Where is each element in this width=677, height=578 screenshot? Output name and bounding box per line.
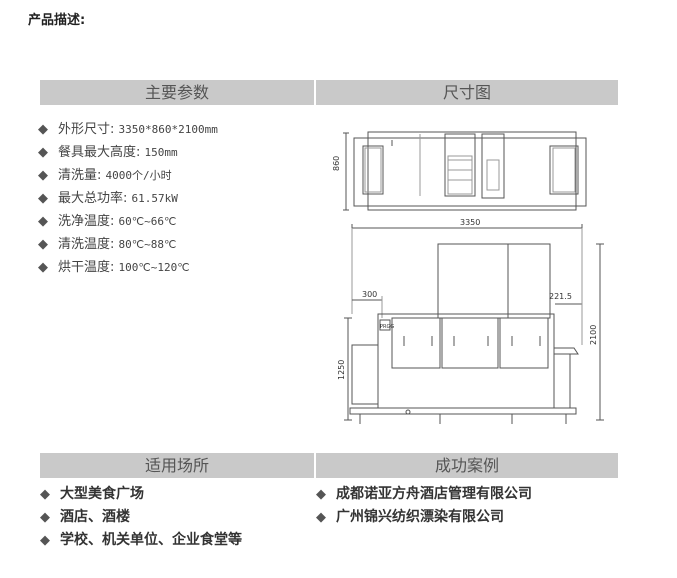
diamond-bullet-icon: ◆ (38, 122, 48, 137)
front-view (344, 224, 604, 424)
drawing-header: 尺寸图 (316, 80, 618, 105)
list-item: ◆ 广州锦兴纺织漂染有限公司 (316, 508, 532, 531)
spec-item: ◆ 外形尺寸: 3350*860*2100mm (38, 121, 218, 144)
spec-label: 烘干温度: (58, 260, 115, 275)
diamond-bullet-icon: ◆ (38, 214, 48, 229)
list-item: ◆ 成都诺亚方舟酒店管理有限公司 (316, 485, 532, 508)
venues-list: ◆ 大型美食广场 ◆ 酒店、酒楼 ◆ 学校、机关单位、企业食堂等 (40, 485, 242, 554)
spec-label: 清洗量: (58, 168, 102, 183)
spec-value: 80℃~88℃ (118, 238, 177, 251)
specs-list: ◆ 外形尺寸: 3350*860*2100mm ◆ 餐具最大高度: 150mm ◆ 清… (38, 121, 218, 282)
case-text: 广州锦兴纺织漂染有限公司 (336, 509, 504, 525)
spec-value: 150mm (144, 146, 178, 159)
spec-item: ◆ 最大总功率: 61.57kW (38, 190, 218, 213)
spec-label: 洗净温度: (58, 214, 115, 229)
spec-value: 100℃~120℃ (118, 261, 190, 274)
venues-header: 适用场所 (40, 453, 314, 478)
cases-list: ◆ 成都诺亚方舟酒店管理有限公司 ◆ 广州锦兴纺织漂染有限公司 (316, 485, 532, 531)
case-text: 成都诺亚方舟酒店管理有限公司 (336, 486, 532, 502)
diamond-bullet-icon: ◆ (38, 191, 48, 206)
height-total-label: 2100 (589, 325, 598, 345)
diamond-bullet-icon: ◆ (316, 510, 326, 525)
height-table-label: 1250 (337, 360, 346, 380)
diamond-bullet-icon: ◆ (40, 533, 50, 548)
list-item: ◆ 学校、机关单位、企业食堂等 (40, 531, 242, 554)
spec-value: 4000个/小时 (105, 169, 172, 182)
spec-value: 3350*860*2100mm (118, 123, 218, 136)
diamond-bullet-icon: ◆ (38, 145, 48, 160)
spec-label: 清洗温度: (58, 237, 115, 252)
diamond-bullet-icon: ◆ (40, 487, 50, 502)
diamond-bullet-icon: ◆ (40, 510, 50, 525)
panel-label: PRGG (380, 324, 394, 330)
length-dim-label: 3350 (460, 218, 480, 227)
depth-dim-label: 860 (332, 156, 341, 171)
inlet-dim-label: 300 (362, 290, 377, 299)
venue-text: 学校、机关单位、企业食堂等 (60, 532, 242, 548)
specs-header: 主要参数 (40, 80, 314, 105)
spec-item: ◆ 清洗量: 4000个/小时 (38, 167, 218, 190)
spec-item: ◆ 餐具最大高度: 150mm (38, 144, 218, 167)
venue-text: 大型美食广场 (60, 486, 144, 502)
outlet-dim-label: 221.5 (549, 292, 572, 301)
diamond-bullet-icon: ◆ (38, 260, 48, 275)
spec-value: 60℃~66℃ (118, 215, 177, 228)
diamond-bullet-icon: ◆ (38, 168, 48, 183)
spec-value: 61.57kW (131, 192, 178, 205)
diamond-bullet-icon: ◆ (316, 487, 326, 502)
spec-item: ◆ 洗净温度: 60℃~66℃ (38, 213, 218, 236)
spec-label: 餐具最大高度: (58, 145, 141, 160)
page-title: 产品描述: (28, 13, 86, 28)
list-item: ◆ 大型美食广场 (40, 485, 242, 508)
cases-header: 成功案例 (316, 453, 618, 478)
spec-label: 最大总功率: (58, 191, 128, 206)
spec-item: ◆ 烘干温度: 100℃~120℃ (38, 259, 218, 282)
top-view (343, 131, 587, 211)
venue-text: 酒店、酒楼 (60, 509, 130, 525)
spec-label: 外形尺寸: (58, 122, 115, 137)
list-item: ◆ 酒店、酒楼 (40, 508, 242, 531)
diamond-bullet-icon: ◆ (38, 237, 48, 252)
spec-item: ◆ 清洗温度: 80℃~88℃ (38, 236, 218, 259)
